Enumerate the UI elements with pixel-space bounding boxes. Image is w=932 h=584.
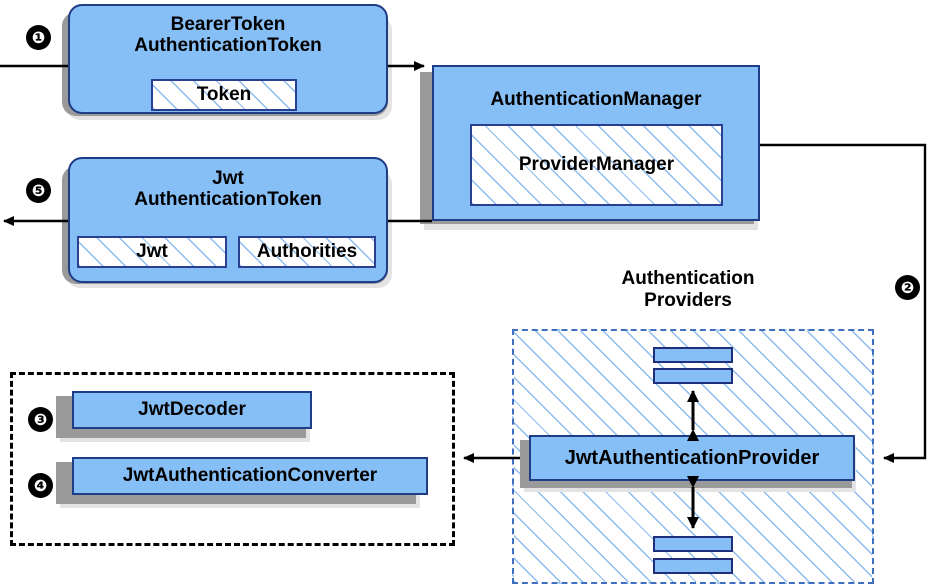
badge-step-3-label: ❸ (33, 409, 48, 429)
token-label: Token (196, 84, 252, 105)
provider-stack-top-bar-1 (653, 347, 733, 363)
badge-step-1-label: ❶ (31, 27, 46, 47)
badge-step-1: ❶ (26, 25, 51, 50)
jwt-token-title-line2: AuthenticationToken (134, 189, 322, 211)
jwt-authentication-provider-node[interactable]: JwtAuthenticationProvider (529, 435, 855, 481)
provider-stack-bottom-bar-1 (653, 536, 733, 552)
badge-step-4: ❹ (28, 473, 53, 498)
provider-manager-inner-box[interactable]: ProviderManager (470, 124, 723, 206)
badge-step-3: ❸ (28, 407, 53, 432)
jwt-token-title-line1: Jwt (212, 168, 244, 189)
authentication-providers-caption-line2: Providers (644, 289, 732, 311)
badge-step-2: ❷ (895, 275, 920, 300)
jwt-authentication-converter-label: JwtAuthenticationConverter (122, 465, 378, 487)
authentication-manager-title: AuthenticationManager (490, 89, 702, 110)
badge-step-5: ❺ (26, 178, 51, 203)
jwt-inner-box[interactable]: Jwt (77, 236, 227, 268)
jwt-label: Jwt (136, 241, 168, 262)
authorities-inner-box[interactable]: Authorities (238, 236, 376, 268)
bearer-token-title-line1: BearerToken (170, 14, 286, 35)
jwt-authentication-provider-label: JwtAuthenticationProvider (564, 446, 820, 469)
authentication-providers-caption-line1: Authentication (621, 268, 755, 289)
jwt-authentication-converter-node[interactable]: JwtAuthenticationConverter (72, 457, 428, 495)
authentication-providers-caption: Authentication Providers (566, 268, 810, 311)
badge-step-4-label: ❹ (33, 475, 48, 495)
bearer-token-title-line2: AuthenticationToken (134, 35, 322, 57)
jwt-decoder-label: JwtDecoder (138, 399, 246, 421)
badge-step-5-label: ❺ (31, 180, 46, 200)
jwt-authentication-token-node[interactable]: Jwt AuthenticationToken (68, 157, 388, 283)
provider-stack-bottom-bar-2 (653, 558, 733, 574)
badge-step-2-label: ❷ (900, 277, 915, 297)
authorities-label: Authorities (256, 241, 358, 262)
provider-manager-label: ProviderManager (518, 154, 675, 175)
token-inner-box[interactable]: Token (151, 79, 297, 111)
jwt-decoder-node[interactable]: JwtDecoder (72, 391, 312, 429)
provider-stack-top-bar-2 (653, 368, 733, 384)
